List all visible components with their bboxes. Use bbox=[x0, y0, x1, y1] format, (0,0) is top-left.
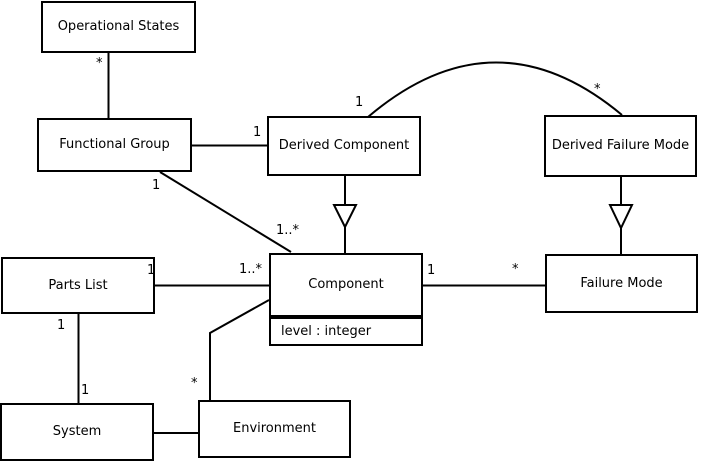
multiplicity-label-failure-mode-left: * bbox=[512, 262, 519, 277]
class-functional-group: Functional Group bbox=[37, 118, 192, 172]
multiplicity-label-component-top: 1..* bbox=[276, 223, 300, 238]
association-component-environment bbox=[209, 299, 270, 400]
association-derived-component-derived-failure-mode bbox=[367, 61, 623, 118]
class-name: Failure Mode bbox=[580, 275, 663, 291]
class-title-compartment: Component bbox=[271, 255, 421, 317]
multiplicity-label-functional-group-bottom: 1 bbox=[152, 178, 161, 193]
generalization-arrowhead-icon bbox=[332, 204, 358, 230]
multiplicity-label-parts-list-right: 1 bbox=[147, 263, 156, 278]
class-derived-failure-mode: Derived Failure Mode bbox=[544, 115, 697, 177]
class-name: Derived Failure Mode bbox=[551, 138, 690, 154]
generalization-arrowhead-icon bbox=[608, 204, 634, 231]
class-name: System bbox=[52, 424, 102, 440]
class-name: Derived Component bbox=[278, 138, 410, 154]
class-parts-list: Parts List bbox=[1, 257, 155, 314]
class-system: System bbox=[0, 403, 154, 461]
multiplicity-label-component-right: 1 bbox=[427, 263, 436, 278]
multiplicity-label-derived-component-left: 1 bbox=[253, 125, 262, 140]
multiplicity-label-operational-states: * bbox=[96, 56, 103, 71]
class-name: Functional Group bbox=[59, 137, 170, 153]
multiplicity-label-component-left: 1..* bbox=[239, 262, 263, 277]
class-attribute-compartment: level : integer bbox=[271, 317, 421, 344]
class-derived-component: Derived Component bbox=[267, 116, 421, 176]
class-component: Component level : integer bbox=[269, 253, 423, 346]
class-name: Environment bbox=[232, 421, 316, 437]
multiplicity-label-parts-list-bottom: 1 bbox=[57, 318, 66, 333]
class-environment: Environment bbox=[198, 400, 351, 458]
multiplicity-label-derived-component-top: 1 bbox=[355, 95, 364, 110]
class-name: Operational States bbox=[57, 19, 180, 35]
multiplicity-label-derived-failure-mode-top: * bbox=[594, 82, 601, 97]
class-name: Parts List bbox=[48, 277, 108, 293]
multiplicity-label-environment-top: * bbox=[191, 376, 198, 391]
class-attribute: level : integer bbox=[281, 323, 372, 339]
class-failure-mode: Failure Mode bbox=[545, 254, 698, 313]
class-operational-states: Operational States bbox=[41, 1, 196, 53]
multiplicity-label-system-top: 1 bbox=[81, 383, 90, 398]
class-name: Component bbox=[308, 277, 384, 293]
association-functional-group-component bbox=[159, 171, 292, 253]
